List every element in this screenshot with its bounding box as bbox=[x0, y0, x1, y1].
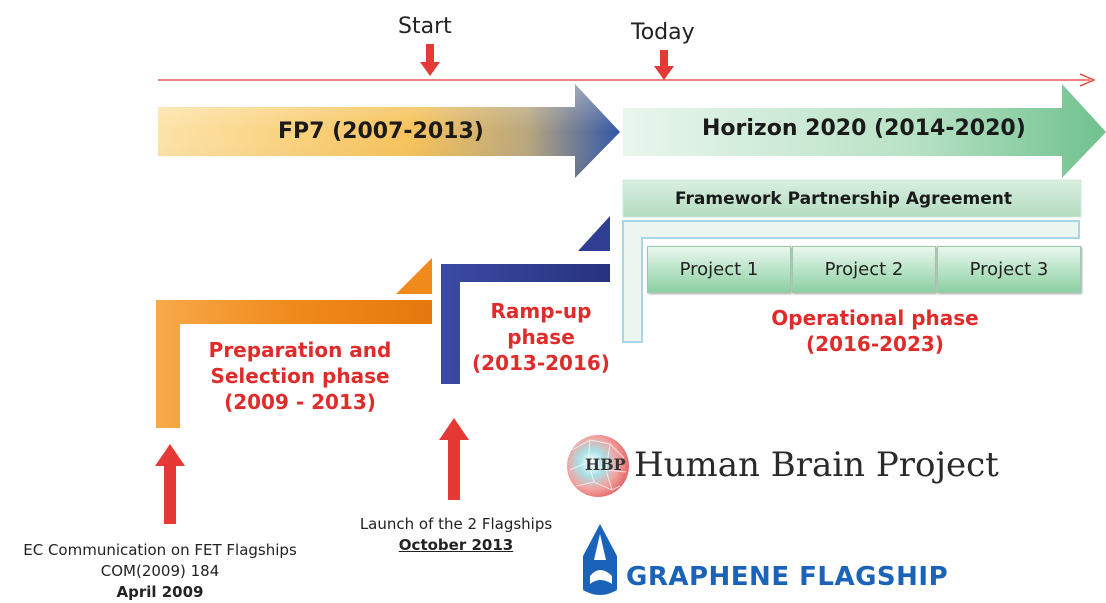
preparation-phase-label: Preparation and Selection phase (2009 - … bbox=[188, 337, 412, 415]
operational-phase-line-2: (2016-2023) bbox=[806, 332, 944, 356]
launch-caption-date: October 2013 bbox=[398, 536, 514, 554]
hbp-logo-text: Human Brain Project bbox=[634, 445, 999, 485]
rampup-phase-line-2: phase bbox=[507, 325, 575, 349]
graphene-logo-text: GRAPHENE FLAGSHIP bbox=[626, 562, 949, 592]
rampup-phase-line-1: Ramp-up bbox=[490, 299, 592, 323]
preparation-phase-line-3: (2009 - 2013) bbox=[224, 390, 376, 414]
rampup-phase-line-3: (2013-2016) bbox=[472, 351, 610, 375]
communication-caption-line-2: COM(2009) 184 bbox=[100, 562, 220, 580]
project-1-box: Project 1 bbox=[647, 246, 791, 293]
communication-caption-line-1: EC Communication on FET Flagships bbox=[23, 541, 297, 559]
rampup-step bbox=[441, 216, 610, 384]
fp7-label: FP7 (2007-2013) bbox=[278, 119, 484, 144]
preparation-phase-line-1: Preparation and bbox=[208, 338, 392, 362]
hbp-logo-icon bbox=[567, 435, 629, 497]
operational-phase-line-1: Operational phase bbox=[771, 306, 979, 330]
project-2-box: Project 2 bbox=[792, 246, 936, 293]
today-marker-arrow bbox=[654, 50, 674, 80]
communication-event-arrow bbox=[155, 444, 185, 524]
rampup-phase-label: Ramp-up phase (2013-2016) bbox=[462, 298, 620, 376]
operational-phase-label: Operational phase (2016-2023) bbox=[740, 305, 1010, 357]
start-marker-arrow bbox=[420, 44, 440, 76]
launch-event-arrow bbox=[439, 418, 469, 500]
today-label: Today bbox=[631, 20, 695, 45]
start-label: Start bbox=[398, 14, 452, 39]
communication-caption: EC Communication on FET Flagships COM(20… bbox=[0, 540, 320, 603]
preparation-step bbox=[156, 258, 432, 428]
fp7-arrow bbox=[158, 84, 620, 178]
launch-caption: Launch of the 2 Flagships October 2013 bbox=[334, 514, 578, 556]
project-3-box: Project 3 bbox=[937, 246, 1081, 293]
fpa-structure bbox=[622, 179, 1082, 343]
h2020-label: Horizon 2020 (2014-2020) bbox=[702, 116, 1026, 141]
graphene-logo-icon bbox=[583, 524, 617, 595]
communication-caption-date: April 2009 bbox=[116, 583, 204, 601]
preparation-phase-line-2: Selection phase bbox=[210, 364, 390, 388]
h2020-arrow bbox=[623, 84, 1106, 178]
fpa-label: Framework Partnership Agreement bbox=[675, 189, 1012, 209]
timeline-axis bbox=[158, 73, 1096, 87]
launch-caption-line-1: Launch of the 2 Flagships bbox=[359, 515, 553, 533]
hbp-logo-mark: HBP bbox=[585, 455, 626, 474]
